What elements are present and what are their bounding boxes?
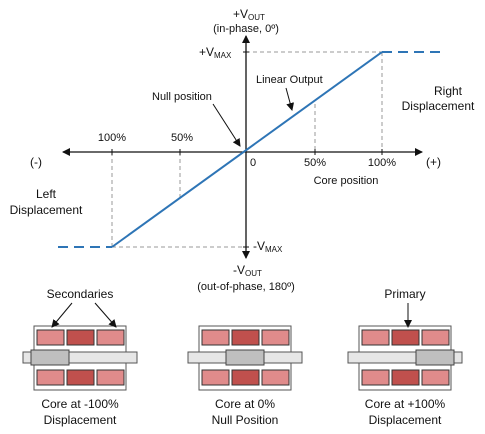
lvdt-caption-line2: Null Position: [212, 413, 279, 427]
secondaries-arrow-left: [51, 302, 73, 328]
secondary-coil-top: [421, 329, 450, 346]
secondary-coil-bottom: [201, 369, 230, 386]
ticks: [111, 51, 383, 248]
secondary-coil-bottom: [261, 369, 290, 386]
lvdt-caption-line1: Core at 0%: [215, 397, 275, 411]
core-rod: [22, 351, 138, 364]
y-top-label: +VOUT: [233, 7, 265, 22]
lvdt-top-label: Secondaries: [47, 287, 114, 301]
origin-label: 0: [250, 157, 256, 169]
magnetic-core: [415, 349, 455, 366]
x-axis-label: Core position: [314, 175, 379, 187]
tick-label-right-50: 50%: [304, 157, 326, 169]
secondary-coil-bottom: [96, 369, 125, 386]
magnetic-core: [225, 349, 265, 366]
graph: +VOUT (in-phase, 0º) +VMAX -VMAX Null po…: [10, 7, 475, 293]
y-bottom-note: (out-of-phase, 180º): [197, 281, 295, 293]
secondary-coil-top: [36, 329, 65, 346]
secondaries-arrow-right: [94, 302, 117, 328]
primary-coil-top: [66, 329, 95, 346]
vmax-positive-label: +VMAX: [199, 45, 232, 60]
secondary-coil-bottom: [36, 369, 65, 386]
primary-coil-bottom: [391, 369, 420, 386]
linear-output-arrow: [285, 87, 295, 111]
primary-coil-bottom: [231, 369, 260, 386]
right-displacement-line2: Displacement: [402, 99, 475, 113]
secondary-coil-bottom: [361, 369, 390, 386]
secondary-coil-top: [361, 329, 390, 346]
left-displacement-line2: Displacement: [10, 203, 83, 217]
secondary-coil-top: [96, 329, 125, 346]
lvdt-caption-line1: Core at -100%: [41, 397, 119, 411]
null-position-label: Null position: [152, 91, 212, 103]
secondary-coil-top: [201, 329, 230, 346]
linear-output-label: Linear Output: [256, 74, 323, 86]
null-position-arrow: [212, 103, 241, 147]
linear-output-line: [111, 51, 383, 248]
primary-coil-top: [391, 329, 420, 346]
right-displacement-line1: Right: [434, 84, 463, 98]
tick-label-right-100: 100%: [368, 157, 396, 169]
secondary-coil-top: [261, 329, 290, 346]
lvdt-diagram-2: Core at 0% Null Position: [187, 325, 303, 427]
output-curve: [58, 51, 440, 248]
lvdt-caption-line1: Core at +100%: [365, 397, 446, 411]
lvdt-caption-line2: Displacement: [44, 413, 117, 427]
magnetic-core: [30, 349, 70, 366]
x-left-sign: (-): [30, 155, 42, 169]
guide-lines: [111, 51, 383, 248]
y-bottom-label: -VOUT: [233, 263, 262, 278]
core-rod: [347, 351, 463, 364]
vmax-negative-label: -VMAX: [253, 239, 283, 254]
primary-coil-top: [231, 329, 260, 346]
tick-label-left-100: 100%: [98, 132, 126, 144]
lvdt-caption-line2: Displacement: [369, 413, 442, 427]
primary-coil-bottom: [66, 369, 95, 386]
secondary-coil-bottom: [421, 369, 450, 386]
tick-label-left-50: 50%: [171, 132, 193, 144]
y-top-note: (in-phase, 0º): [213, 23, 279, 35]
left-displacement-line1: Left: [36, 187, 57, 201]
x-right-sign: (+): [426, 155, 441, 169]
lvdt-top-label: Primary: [384, 287, 425, 301]
